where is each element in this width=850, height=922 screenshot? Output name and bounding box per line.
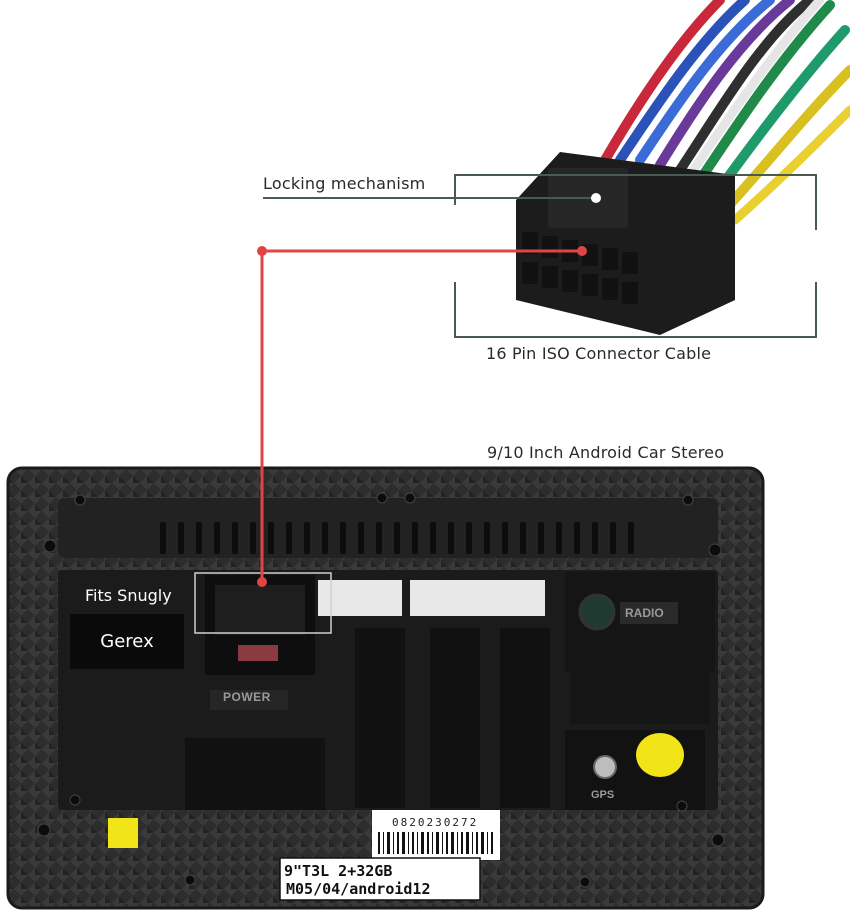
car-stereo-label: 9/10 Inch Android Car Stereo bbox=[487, 443, 725, 462]
iso-connector-label: 16 Pin ISO Connector Cable bbox=[486, 344, 712, 363]
model-sticker-line1: 9"T3L 2+32GB bbox=[284, 862, 393, 880]
gps-port-label: GPS bbox=[591, 789, 615, 801]
barcode-number: 0820230272 bbox=[392, 816, 479, 829]
iso-connector bbox=[516, 152, 735, 335]
car-stereo bbox=[6, 466, 765, 910]
iso-callout-frame bbox=[454, 174, 817, 338]
model-sticker-line2: M05/04/android12 bbox=[286, 880, 431, 898]
connection-pointer bbox=[257, 246, 587, 587]
locking-mechanism-label: Locking mechanism bbox=[263, 174, 426, 193]
radio-port-label: RADIO bbox=[625, 606, 664, 620]
fits-snugly-label: Fits Snugly bbox=[85, 586, 172, 605]
locking-marker bbox=[591, 193, 601, 203]
brand-badge: Gerex bbox=[70, 614, 184, 669]
power-port-label: POWER bbox=[223, 690, 271, 704]
